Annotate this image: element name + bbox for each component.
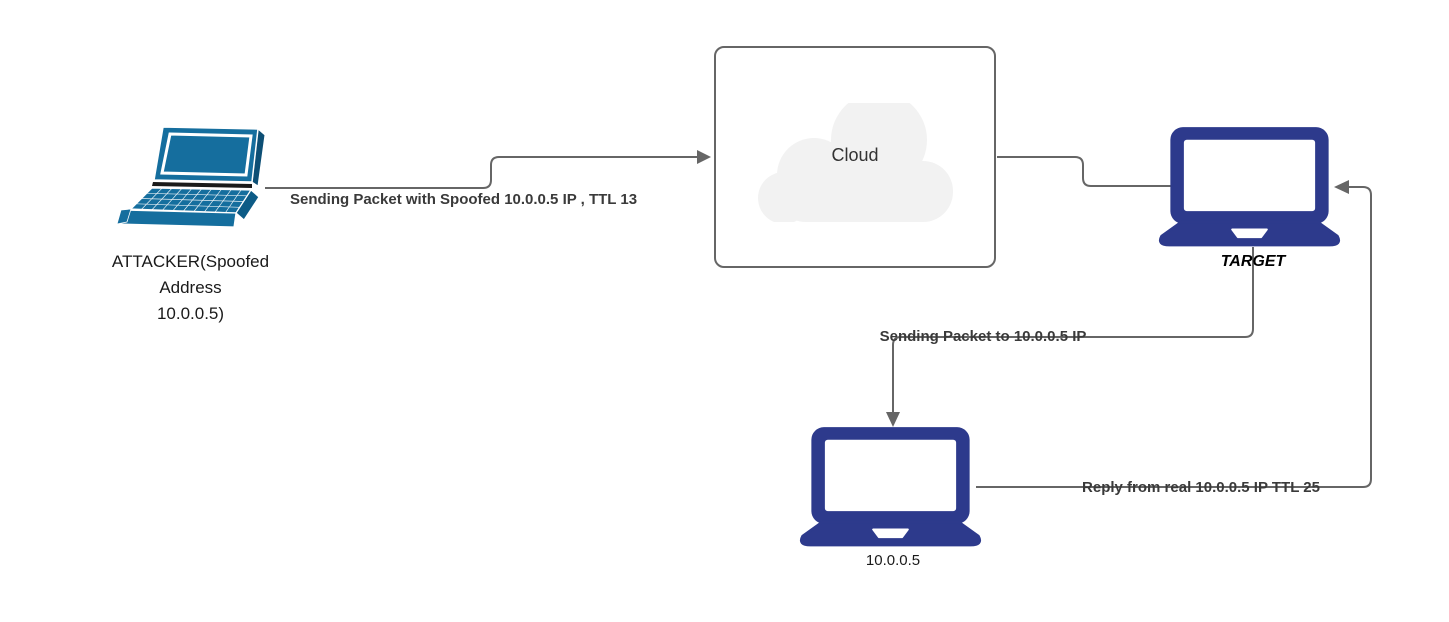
edge-label-real-host-to-target: Reply from real 10.0.0.5 IP TTL 25 [1082,479,1320,496]
cloud-icon [758,103,953,222]
real-host-laptop-icon [799,427,982,547]
cloud-label: Cloud [831,145,879,165]
connector-target-to-real-host [892,247,1254,412]
connector-cloud-to-target [997,156,1171,187]
connector-real-host-to-target [976,186,1372,488]
real-host-node [794,427,987,552]
edge-label-target-to-real-host: Sending Packet to 10.0.0.5 IP [879,328,1087,345]
connector-attacker-to-cloud [265,156,697,189]
target-node [1153,127,1346,252]
attacker-label: ATTACKER(Spoofed Address 10.0.0.5) [111,252,270,323]
arrowhead-into-real-host [886,412,900,427]
arrowhead-into-target [1334,180,1349,194]
real-host-label: 10.0.0.5 [865,552,921,569]
cloud-node: Cloud [714,46,996,268]
arrowhead-into-cloud [697,150,711,164]
attacker-laptop-icon [116,126,266,228]
target-laptop-icon [1158,127,1341,247]
target-label: TARGET [1220,253,1286,270]
edge-label-attacker-to-cloud: Sending Packet with Spoofed 10.0.0.5 IP … [290,191,638,208]
attacker-node [97,120,267,243]
